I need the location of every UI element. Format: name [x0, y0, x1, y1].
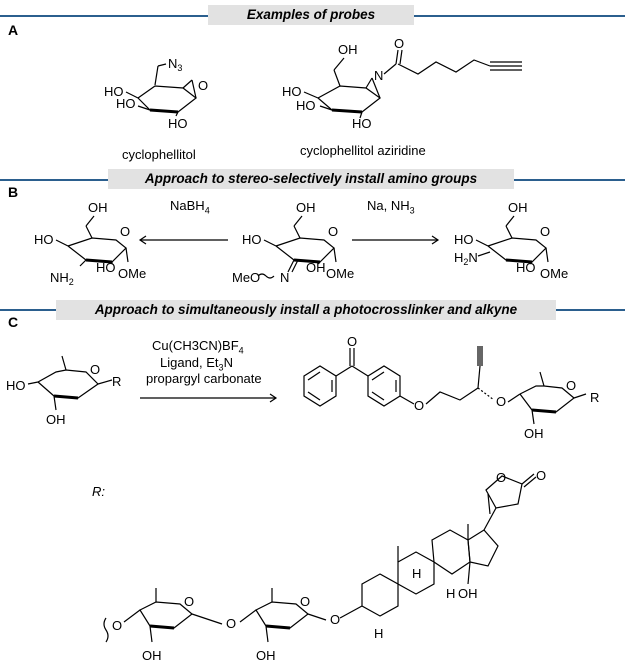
- svg-text:HO: HO: [34, 232, 54, 247]
- section-b-title: Approach to stereo-selectively install a…: [108, 169, 514, 189]
- na-nh3-reagent: Na, NH3: [367, 198, 415, 216]
- svg-text:O: O: [566, 378, 576, 393]
- section-c-title: Approach to simultaneously install a pho…: [56, 300, 556, 320]
- svg-text:O: O: [198, 78, 208, 93]
- svg-text:OH: OH: [338, 42, 358, 57]
- r-group-structure: O O H H OH H O O OH O O OH O: [103, 468, 546, 663]
- svg-text:O: O: [414, 398, 424, 413]
- svg-text:HO: HO: [352, 116, 372, 131]
- svg-text:O: O: [496, 470, 506, 485]
- svg-text:O: O: [184, 594, 194, 609]
- amino-product-right: OH O HO H2N HO OMe: [454, 200, 568, 281]
- svg-text:R: R: [112, 374, 121, 389]
- section-b-letter: B: [8, 184, 19, 200]
- amino-product-left: OH O HO NH2 HO OMe: [34, 200, 146, 287]
- benzophenone-product-structure: O O O O R OH: [303, 334, 599, 441]
- cyclophellitol-aziridine-structure: OH N O HO HO HO: [282, 36, 522, 131]
- cyclophellitol-aziridine-label: cyclophellitol aziridine: [300, 143, 426, 158]
- reagent-ligand: Ligand, Et3N: [160, 355, 233, 373]
- svg-text:OH: OH: [88, 200, 108, 215]
- nabh4-reagent: NaBH4: [170, 198, 210, 216]
- svg-text:OMe: OMe: [540, 266, 568, 281]
- svg-text:HO: HO: [96, 260, 116, 275]
- svg-text:N: N: [374, 68, 383, 83]
- svg-text:R: R: [590, 390, 599, 405]
- section-a-title: Examples of probes: [208, 5, 414, 25]
- svg-text:H: H: [412, 566, 421, 581]
- svg-text:O: O: [540, 224, 550, 239]
- reagent-propargyl: propargyl carbonate: [146, 371, 262, 386]
- arrow-c: [140, 393, 278, 403]
- svg-text:O: O: [226, 616, 236, 631]
- svg-text:OH: OH: [306, 260, 326, 275]
- svg-text:HO: HO: [116, 96, 136, 111]
- svg-text:OH: OH: [524, 426, 544, 441]
- svg-text:OH: OH: [256, 648, 276, 663]
- svg-text:O: O: [536, 468, 546, 483]
- svg-text:HO: HO: [516, 260, 536, 275]
- svg-text:O: O: [120, 224, 130, 239]
- arrow-right: [352, 235, 440, 245]
- svg-text:OH: OH: [142, 648, 162, 663]
- svg-text:O: O: [90, 362, 100, 377]
- svg-text:OH: OH: [458, 586, 478, 601]
- svg-text:O: O: [496, 394, 506, 409]
- reagent-copper: Cu(CH3CN)BF4: [152, 338, 244, 356]
- svg-text:OH: OH: [508, 200, 528, 215]
- svg-text:N3: N3: [168, 56, 182, 73]
- svg-text:HO: HO: [282, 84, 302, 99]
- svg-text:HO: HO: [6, 378, 26, 393]
- svg-text:HO: HO: [296, 98, 316, 113]
- section-c-letter: C: [8, 314, 19, 330]
- arrow-left: [138, 235, 228, 245]
- svg-text:O: O: [394, 36, 404, 51]
- svg-text:N: N: [280, 270, 289, 285]
- starting-sugar-structure: O R HO OH: [6, 355, 121, 427]
- svg-text:NH2: NH2: [50, 270, 74, 287]
- svg-text:OMe: OMe: [118, 266, 146, 281]
- svg-text:O: O: [347, 334, 357, 349]
- svg-text:H: H: [446, 586, 455, 601]
- svg-text:HO: HO: [104, 84, 124, 99]
- svg-text:OH: OH: [46, 412, 66, 427]
- r-group-label: R:: [92, 484, 105, 499]
- svg-text:MeO: MeO: [232, 270, 260, 285]
- svg-text:HO: HO: [454, 232, 474, 247]
- svg-text:H: H: [374, 626, 383, 641]
- svg-text:O: O: [112, 618, 122, 633]
- svg-text:OMe: OMe: [326, 266, 354, 281]
- svg-text:H2N: H2N: [454, 250, 478, 267]
- svg-text:O: O: [330, 612, 340, 627]
- svg-text:HO: HO: [168, 116, 188, 131]
- svg-text:O: O: [328, 224, 338, 239]
- section-a-letter: A: [8, 22, 19, 38]
- cyclophellitol-structure: N3 O HO HO HO: [104, 56, 208, 131]
- cyclophellitol-label: cyclophellitol: [122, 147, 196, 162]
- svg-text:O: O: [300, 594, 310, 609]
- svg-text:HO: HO: [242, 232, 262, 247]
- oxime-starting-material: OH O HO N MeO OH OMe: [232, 200, 354, 285]
- svg-text:OH: OH: [296, 200, 316, 215]
